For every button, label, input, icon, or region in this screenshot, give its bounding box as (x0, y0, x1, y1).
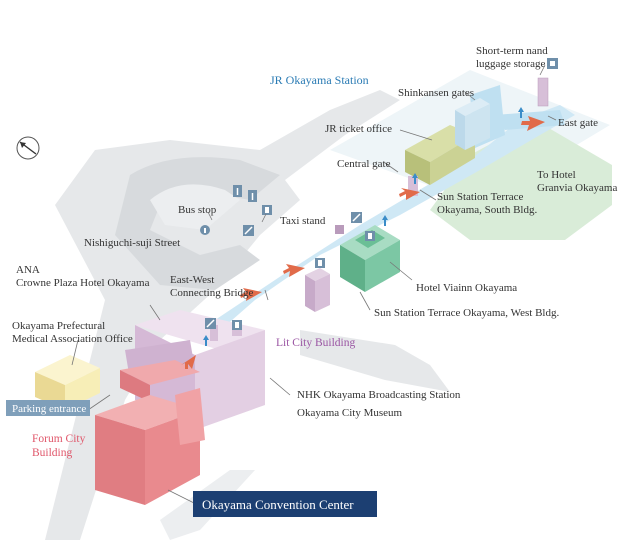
bus-stop-icon (248, 190, 257, 202)
lit-city-building-label: Lit City Building (276, 337, 355, 349)
route-arrows (181, 116, 545, 369)
route-arrow (399, 188, 420, 200)
jr-okayama-station-label: JR Okayama Station (270, 73, 369, 87)
east-gate-label: East gate (558, 117, 598, 129)
ana-crowne-plaza-label: ANA Crowne Plaza Hotel Okayama (16, 264, 150, 289)
green-area (430, 120, 612, 240)
pref-medical-office-label: Okayama Prefectural Medical Association … (12, 320, 133, 345)
nhk-station-label: NHK Okayama Broadcasting Station (297, 389, 461, 401)
sun-station-west-label: Sun Station Terrace Okayama, West Bldg. (374, 307, 559, 319)
to-hotel-granvia-label: To Hotel Granvia Okayama (537, 169, 617, 194)
convention-center-callout[interactable]: Okayama Convention Center (193, 491, 377, 517)
convention-center-label: Okayama Convention Center (202, 497, 354, 512)
elevator-icon (315, 258, 325, 268)
elevator-icon (365, 231, 375, 241)
elevator-icon (232, 320, 242, 330)
route-arrow (283, 264, 305, 277)
parking-entrance-label: Parking entrance (12, 403, 86, 415)
jr-ticket-office-label: JR ticket office (325, 123, 392, 135)
shinkansen-block (455, 98, 490, 150)
bus-stop-label: Bus stop (178, 204, 217, 216)
luggage-icon (547, 58, 558, 69)
forum-city-building-label: Forum City Building (32, 433, 88, 459)
map-icons (200, 58, 558, 330)
parking-entrance-tag: Parking entrance (6, 400, 90, 416)
escalator-icon (351, 212, 362, 223)
route-arrow (181, 355, 196, 369)
compass-icon (16, 136, 40, 160)
elevator-icon (262, 205, 272, 215)
info-icon (200, 225, 210, 235)
forum-city-building-block (95, 360, 205, 505)
taxi-stand-label: Taxi stand (280, 215, 326, 227)
city-museum-label: Okayama City Museum (297, 407, 403, 419)
sun-west-pillar (305, 268, 330, 312)
sun-station-south-label: Sun Station Terrace Okayama, South Bldg. (437, 191, 537, 216)
bus-stop-icon (233, 185, 242, 197)
walkway-markers (203, 107, 524, 346)
central-gate-label: Central gate (337, 158, 391, 170)
escalator-icon (243, 225, 254, 236)
route-arrow (240, 288, 262, 301)
elevator-pillar-icon (335, 225, 344, 234)
hotel-viainn-label: Hotel Viainn Okayama (416, 282, 517, 294)
east-west-bridge-label: East-West Connecting Bridge (170, 274, 254, 299)
shinkansen-gates-label: Shinkansen gates (398, 87, 474, 99)
short-term-luggage-label: Short-term nand luggage storage (476, 45, 551, 70)
route-arrow (521, 116, 545, 131)
nishiguchi-street-label: Nishiguchi-suji Street (84, 237, 180, 249)
escalator-icon (205, 318, 216, 329)
